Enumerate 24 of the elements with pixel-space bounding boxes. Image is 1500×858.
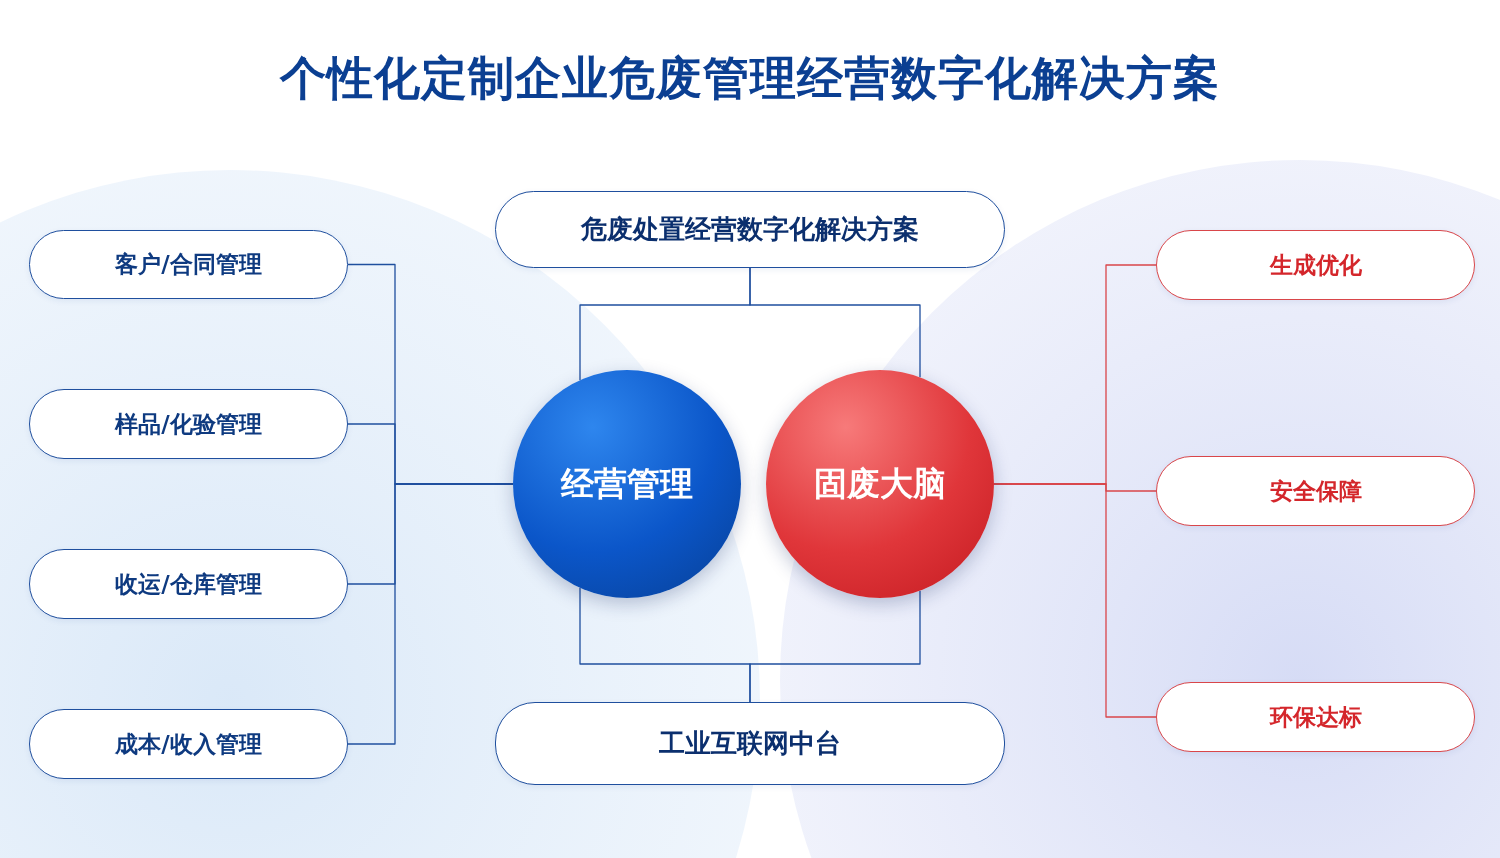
connector-line <box>993 483 1157 718</box>
node-label: 客户/合同管理 <box>115 250 262 279</box>
rounded-box <box>29 709 348 779</box>
rounded-box <box>495 191 1005 268</box>
node-label: 收运/仓库管理 <box>115 569 262 599</box>
rounded-box <box>495 702 1005 785</box>
rounded-box <box>29 389 348 459</box>
node-label: 安全保障 <box>1269 476 1362 506</box>
node-label: 经营管理 <box>561 462 693 505</box>
rounded-box <box>29 549 348 619</box>
node-label: 样品/化验管理 <box>115 409 262 439</box>
title: 个性化定制企业危废管理经营数字化解决方案 <box>278 50 1221 107</box>
node-label: 生成优化 <box>1269 250 1362 280</box>
node-label: 危废处置经营数字化解决方案 <box>581 213 919 246</box>
rounded-box <box>29 230 348 299</box>
rounded-box <box>1156 456 1475 526</box>
node-label: 成本/收入管理 <box>115 729 262 759</box>
node-label: 环保达标 <box>1269 702 1362 732</box>
rounded-box <box>1156 230 1475 300</box>
connector-line <box>749 590 921 703</box>
node-label: 固废大脑 <box>814 462 946 505</box>
node-label: 工业互联网中台 <box>659 727 841 760</box>
connector-line <box>749 267 921 378</box>
rounded-box <box>1156 682 1475 752</box>
